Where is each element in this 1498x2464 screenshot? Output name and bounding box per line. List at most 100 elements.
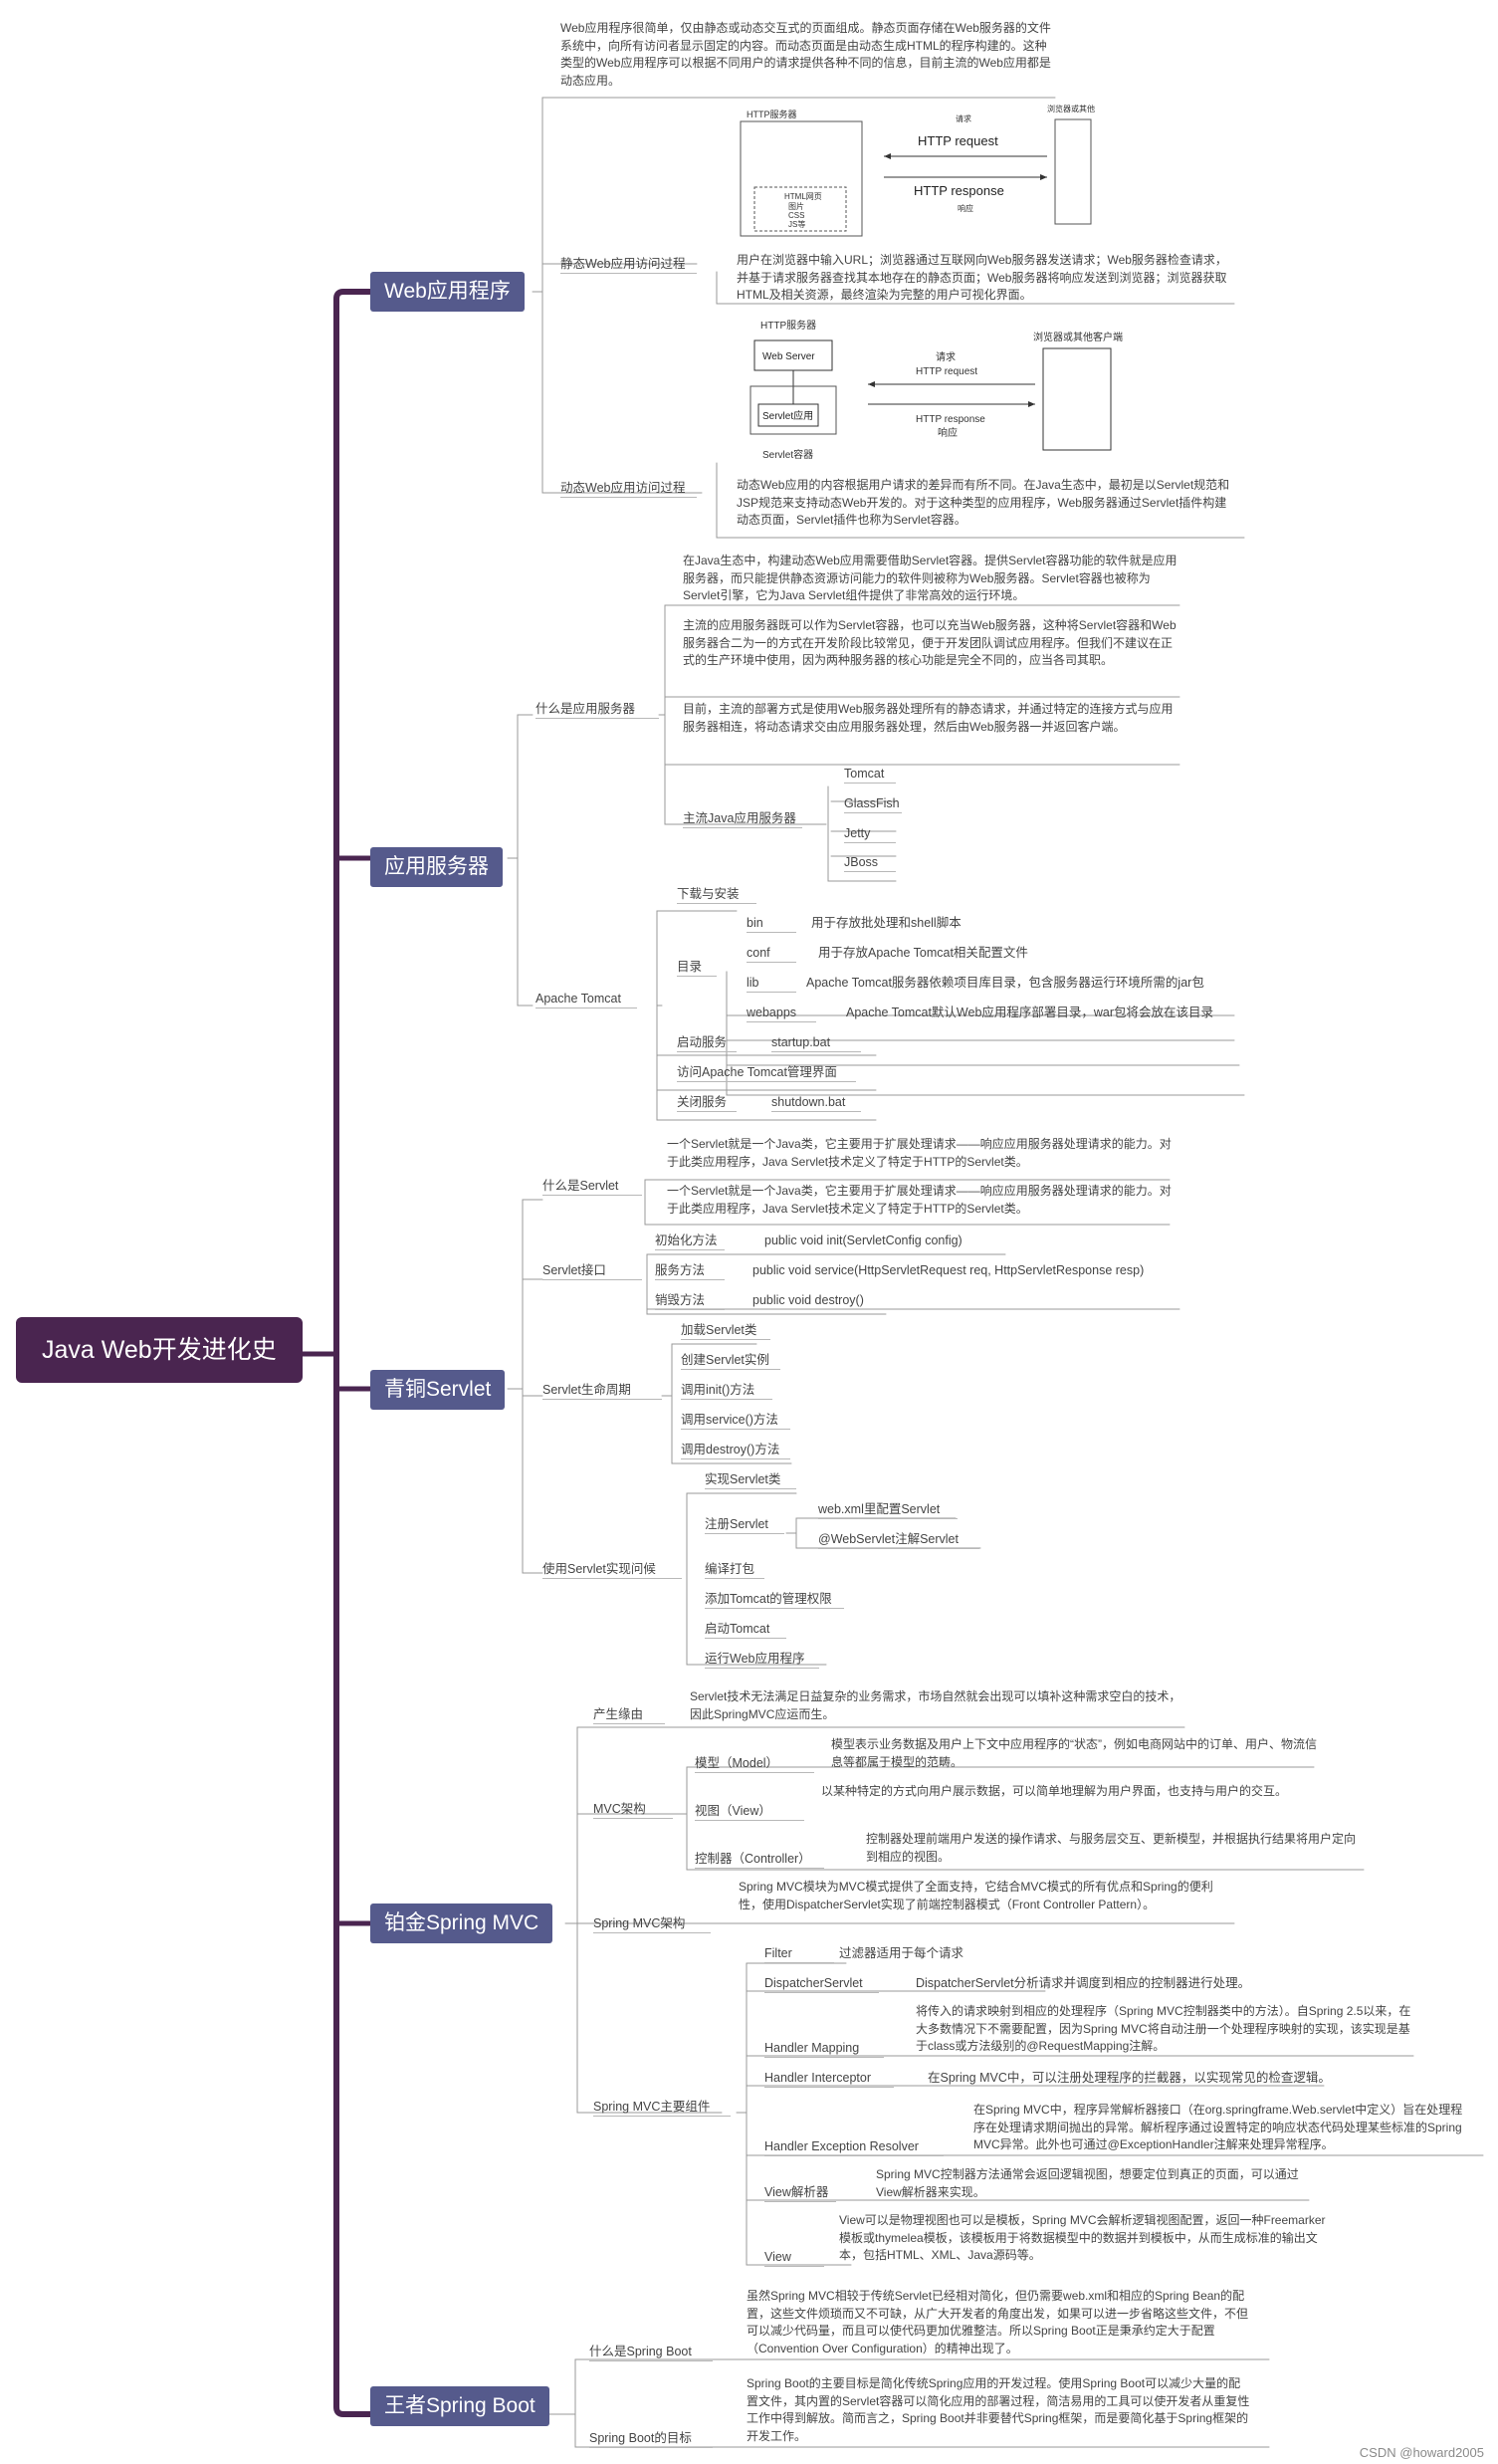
lifecycle-label[interactable]: Servlet生命周期 (542, 1381, 662, 1400)
impl-class[interactable]: 实现Servlet类 (705, 1470, 796, 1489)
app-server-p2: 主流的应用服务器既可以作为Servlet容器，也可以充当Web服务器，这种将Se… (683, 618, 1177, 667)
d2-webserver: Web Server (762, 351, 815, 362)
dynamic-access-desc: 动态Web应用的内容根据用户请求的差异而有所不同。在Java生态中，最初是以Se… (737, 478, 1230, 527)
d1-request-cn: 请求 (956, 113, 971, 123)
impl-add-permission[interactable]: 添加Tomcat的管理权限 (705, 1590, 844, 1609)
comp-view[interactable]: View (764, 2248, 824, 2267)
d2-response: HTTP response (916, 414, 985, 425)
spring-mvc-arch-label[interactable]: Spring MVC架构 (593, 1914, 711, 1933)
tomcat-label[interactable]: Apache Tomcat (535, 990, 637, 1008)
boot-goal-label[interactable]: Spring Boot的目标 (589, 2429, 713, 2448)
static-access-desc: 用户在浏览器中输入URL；浏览器通过互联网向Web服务器发送请求；Web服务器检… (737, 253, 1227, 302)
mvc-components-label[interactable]: Spring MVC主要组件 (593, 2098, 731, 2117)
arch-controller-desc: 控制器处理前端用户发送的操作请求、与服务层交互、更新模型，并根据执行结果将用户定… (866, 1832, 1357, 1864)
tomcat-download[interactable]: 下载与安装 (677, 885, 756, 904)
comp-filter-desc: 过滤器适用于每个请求 (839, 1946, 964, 1960)
tomcat-manage[interactable]: 访问Apache Tomcat管理界面 (677, 1063, 856, 1082)
tomcat-stop-cmd[interactable]: shutdown.bat (771, 1093, 861, 1112)
topic-app-server[interactable]: 应用服务器 (370, 847, 503, 887)
boot-what-desc: 虽然Spring MVC相较于传统Servlet已经相对简化，但仍需要web.x… (747, 2289, 1249, 2355)
server-jetty[interactable]: Jetty (844, 824, 896, 843)
dir-webapps[interactable]: webapps (747, 1004, 816, 1022)
d1-file-css: CSS (788, 211, 804, 220)
impl-compile[interactable]: 编译打包 (705, 1560, 764, 1579)
static-web-diagram: HTTP服务器 HTML网页 图片 CSS JS等 浏览器或其他客户端 请求 H… (740, 104, 1095, 237)
mvc-origin-label[interactable]: 产生缘由 (593, 1705, 665, 1724)
method-init[interactable]: 初始化方法 (655, 1232, 725, 1250)
lifecycle-destroy[interactable]: 调用destroy()方法 (681, 1441, 790, 1459)
root-node[interactable]: Java Web开发进化史 (16, 1317, 303, 1383)
d1-file-html: HTML网页 (784, 192, 822, 201)
d2-response-cn: 响应 (938, 426, 958, 439)
comp-interceptor[interactable]: Handler Interceptor (764, 2069, 894, 2088)
impl-start-tomcat[interactable]: 启动Tomcat (705, 1620, 786, 1639)
topic-web-app[interactable]: Web应用程序 (370, 272, 525, 312)
mainstream-servers-label[interactable]: 主流Java应用服务器 (683, 809, 802, 828)
d1-client-label: 浏览器或其他客户端 (1047, 104, 1095, 113)
comp-view-resolver[interactable]: View解析器 (764, 2183, 836, 2202)
dir-bin[interactable]: bin (747, 914, 796, 933)
topic-servlet[interactable]: 青铜Servlet (370, 1370, 506, 1410)
impl-greeting-label[interactable]: 使用Servlet实现问候 (542, 1560, 682, 1579)
server-jboss[interactable]: JBoss (844, 853, 896, 872)
what-servlet-desc-2: 一个Servlet就是一个Java类，它主要用于扩展处理请求——响应应用服务器处… (667, 1184, 1172, 1216)
comp-exception-resolver-desc: 在Spring MVC中，程序异常解析器接口（在org.springframe.… (973, 2103, 1463, 2151)
arch-controller[interactable]: 控制器（Controller） (695, 1850, 824, 1869)
method-service[interactable]: 服务方法 (655, 1261, 725, 1280)
spring-mvc-arch-desc: Spring MVC模块为MVC模式提供了全面支持，它结合MVC模式的所有优点和… (739, 1880, 1213, 1911)
watermark: CSDN @howard2005 (1359, 2445, 1484, 2460)
dir-conf[interactable]: conf (747, 944, 796, 963)
impl-run-webapp[interactable]: 运行Web应用程序 (705, 1650, 819, 1669)
method-service-sig: public void service(HttpServletRequest r… (752, 1263, 1145, 1277)
register-webxml[interactable]: web.xml里配置Servlet (818, 1500, 958, 1519)
mvc-arch-label[interactable]: MVC架构 (593, 1800, 673, 1819)
what-servlet-label[interactable]: 什么是Servlet (542, 1177, 642, 1196)
comp-exception-resolver[interactable]: Handler Exception Resolver (764, 2137, 944, 2156)
web-intro: Web应用程序很简单，仅由静态或动态交互式的页面组成。静态页面存储在Web服务器… (560, 21, 1051, 88)
arch-view[interactable]: 视图（View） (695, 1802, 804, 1821)
app-server-p1: 在Java生态中，构建动态Web应用需要借助Servlet容器。提供Servle… (683, 554, 1177, 602)
mvc-origin-desc: Servlet技术无法满足日益复杂的业务需求，市场自然就会出现可以填补这种需求空… (690, 1689, 1181, 1721)
comp-handler-mapping-desc: 将传入的请求映射到相应的处理程序（Spring MVC控制器类中的方法）。自Sp… (916, 2004, 1411, 2053)
tomcat-dir-label[interactable]: 目录 (677, 958, 717, 977)
tomcat-stop-label[interactable]: 关闭服务 (677, 1093, 737, 1112)
server-glassfish[interactable]: GlassFish (844, 794, 902, 813)
register-annotation[interactable]: @WebServlet注解Servlet (818, 1530, 979, 1549)
comp-handler-mapping[interactable]: Handler Mapping (764, 2039, 884, 2058)
comp-filter[interactable]: Filter (764, 1944, 834, 1963)
boot-goal-desc: Spring Boot的主要目标是简化传统Spring应用的开发过程。使用Spr… (747, 2376, 1250, 2443)
comp-dispatcher-desc: DispatcherServlet分析请求并调度到相应的控制器进行处理。 (916, 1976, 1251, 1990)
servlet-iface-label[interactable]: Servlet接口 (542, 1261, 642, 1280)
d2-servlet: Servlet应用 (762, 409, 813, 422)
d1-response: HTTP response (914, 183, 1004, 198)
d2-container: Servlet容器 (762, 448, 813, 461)
d2-server-label: HTTP服务器 (760, 319, 816, 332)
lifecycle-load[interactable]: 加载Servlet类 (681, 1321, 770, 1340)
dynamic-access-label[interactable]: 动态Web应用访问过程 (560, 479, 697, 498)
comp-interceptor-desc: 在Spring MVC中，可以注册处理程序的拦截器，以实现常见的检查逻辑。 (928, 2071, 1331, 2085)
comp-view-desc: View可以是物理视图也可以是模板，Spring MVC会解析逻辑视图配置，返回… (839, 2213, 1326, 2262)
d1-file-js: JS等 (788, 219, 805, 229)
tomcat-start-label[interactable]: 启动服务 (677, 1033, 737, 1052)
arch-view-desc: 以某种特定的方式向用户展示数据，可以简单地理解为用户界面，也支持与用户的交互。 (821, 1784, 1288, 1798)
static-access-label[interactable]: 静态Web应用访问过程 (560, 255, 697, 274)
lifecycle-init[interactable]: 调用init()方法 (681, 1381, 772, 1400)
comp-dispatcher[interactable]: DispatcherServlet (764, 1974, 879, 1993)
dir-lib[interactable]: lib (747, 974, 796, 993)
lifecycle-service[interactable]: 调用service()方法 (681, 1411, 790, 1430)
dir-conf-desc: 用于存放Apache Tomcat相关配置文件 (818, 946, 1028, 960)
dynamic-web-diagram: HTTP服务器 Web Server Servlet应用 Servlet容器 浏… (749, 319, 1123, 461)
what-app-server-label[interactable]: 什么是应用服务器 (535, 700, 659, 719)
topic-spring-mvc[interactable]: 铂金Spring MVC (370, 1904, 553, 1943)
server-tomcat[interactable]: Tomcat (844, 765, 896, 784)
boot-what-label[interactable]: 什么是Spring Boot (589, 2343, 713, 2361)
lifecycle-create[interactable]: 创建Servlet实例 (681, 1351, 780, 1370)
d1-response-cn: 响应 (958, 203, 973, 213)
method-init-sig: public void init(ServletConfig config) (764, 1233, 963, 1247)
impl-register-label[interactable]: 注册Servlet (705, 1515, 784, 1534)
arch-model[interactable]: 模型（Model） (695, 1754, 814, 1773)
method-destroy[interactable]: 销毁方法 (655, 1291, 725, 1310)
topic-spring-boot[interactable]: 王者Spring Boot (370, 2386, 549, 2426)
tomcat-start-cmd[interactable]: startup.bat (771, 1033, 861, 1052)
